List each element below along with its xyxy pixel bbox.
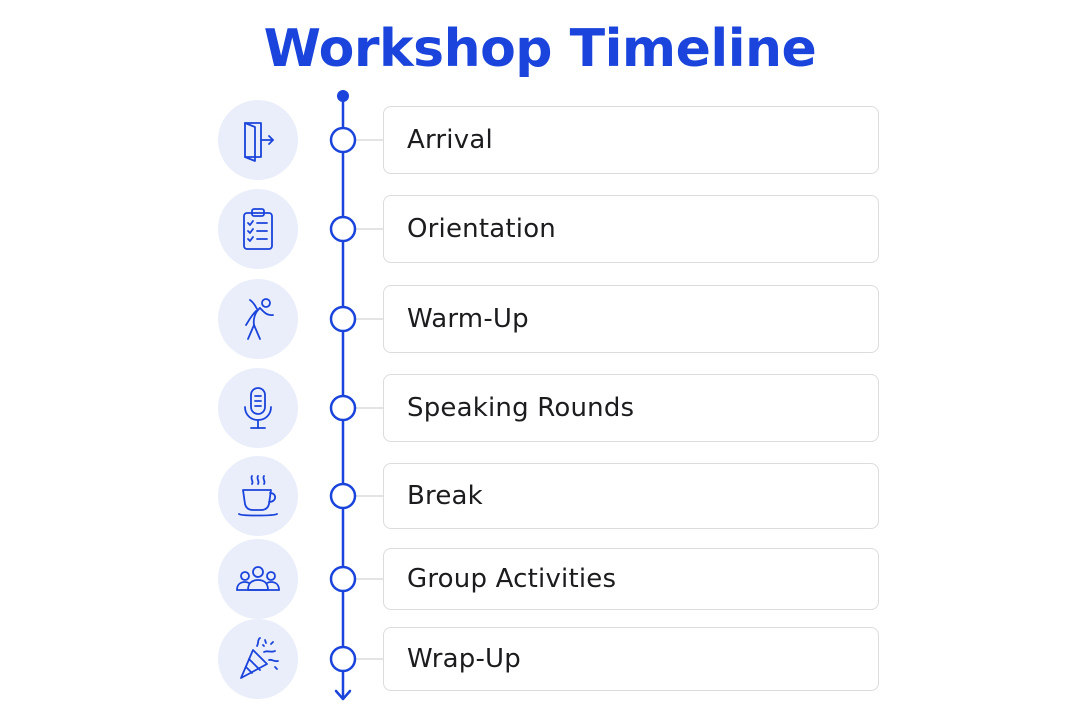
timeline-node bbox=[329, 482, 383, 510]
step-card: Orientation bbox=[383, 195, 879, 263]
step-card: Break bbox=[383, 463, 879, 529]
timeline-node bbox=[329, 126, 383, 154]
party-popper-icon bbox=[218, 619, 298, 699]
step-card: Group Activities bbox=[383, 548, 879, 610]
timeline-node bbox=[329, 645, 383, 673]
step-card: Warm-Up bbox=[383, 285, 879, 353]
timeline-node bbox=[329, 565, 383, 593]
timeline-node bbox=[329, 215, 383, 243]
microphone-icon bbox=[218, 368, 298, 448]
stretching-person-icon bbox=[218, 279, 298, 359]
step-label: Group Activities bbox=[407, 564, 617, 594]
step-label: Arrival bbox=[407, 125, 493, 155]
step-label: Speaking Rounds bbox=[407, 393, 635, 423]
step-label: Wrap-Up bbox=[407, 644, 521, 674]
clipboard-checklist-icon bbox=[218, 189, 298, 269]
step-card: Wrap-Up bbox=[383, 627, 879, 691]
door-exit-icon bbox=[218, 100, 298, 180]
step-card: Speaking Rounds bbox=[383, 374, 879, 442]
step-label: Break bbox=[407, 481, 483, 511]
timeline-node bbox=[329, 305, 383, 333]
timeline-node bbox=[329, 394, 383, 422]
timeline-end-arrow bbox=[334, 689, 352, 701]
coffee-cup-icon bbox=[218, 456, 298, 536]
step-label: Orientation bbox=[407, 214, 556, 244]
step-label: Warm-Up bbox=[407, 304, 529, 334]
group-people-icon bbox=[218, 539, 298, 619]
timeline-start-dot bbox=[337, 90, 349, 102]
step-card: Arrival bbox=[383, 106, 879, 174]
page-title: Workshop Timeline bbox=[263, 19, 817, 79]
